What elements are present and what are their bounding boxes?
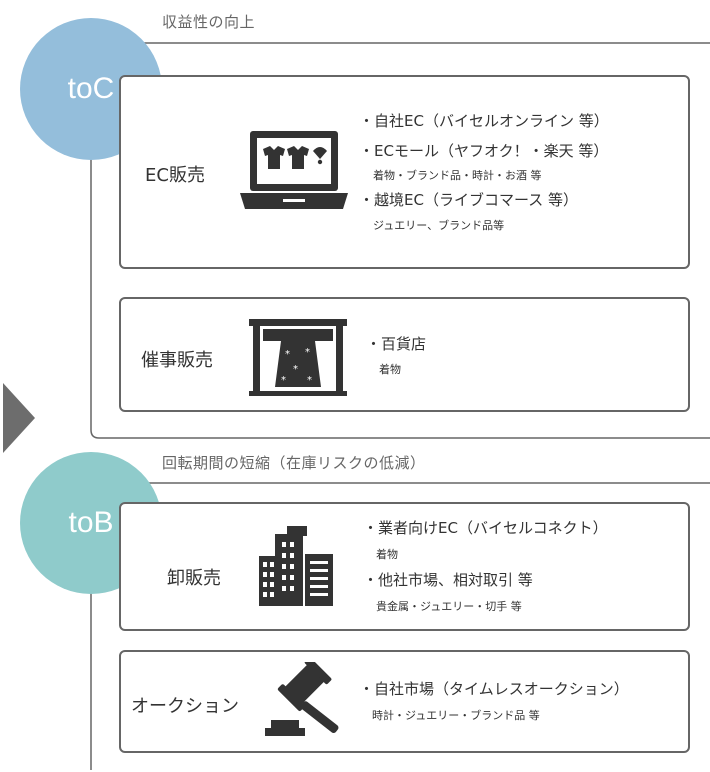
wholesale-sub-2: 貴金属・ジュエリー・切手 等 — [376, 600, 522, 613]
wholesale-sub-1: 着物 — [376, 548, 398, 561]
ec-line-3: ・越境EC（ライブコマース 等） — [359, 191, 578, 209]
svg-text:*: * — [293, 364, 298, 375]
gavel-icon — [265, 662, 339, 736]
laptop-kimono-icon — [240, 131, 348, 209]
toc-section-title: 収益性の向上 — [162, 13, 256, 31]
ec-sales-label: EC販売 — [145, 165, 205, 186]
auction-card: オークション ・自社市場（タイムレスオークション） 時計・ジュエリー・ブランド品… — [119, 650, 690, 753]
wholesale-line-2: ・他社市場、相対取引 等 — [363, 571, 533, 589]
svg-text:*: * — [285, 349, 290, 360]
play-arrow-icon — [3, 383, 35, 453]
ec-sales-card: EC販売 ・自社EC（バイセルオンライン 等） ・ECモール（ヤフオク！・楽天 … — [119, 75, 690, 269]
tob-section-title: 回転期間の短縮（在庫リスクの低減） — [162, 454, 426, 472]
wholesale-line-1: ・業者向けEC（バイセルコネクト） — [363, 519, 608, 537]
event-sub-1: 着物 — [379, 363, 401, 376]
kimono-display-icon: * * * * * — [249, 319, 347, 396]
wholesale-label: 卸販売 — [167, 568, 221, 589]
ec-line-2: ・ECモール（ヤフオク！・楽天 等） — [359, 142, 609, 160]
svg-text:*: * — [305, 347, 310, 358]
event-sales-card: 催事販売 * * * * * ・百貨店 着物 — [119, 297, 690, 412]
auction-sub-1: 時計・ジュエリー・ブランド品 等 — [372, 709, 540, 722]
auction-line-1: ・自社市場（タイムレスオークション） — [359, 680, 629, 698]
ec-sub-2: 着物・ブランド品・時計・お酒 等 — [373, 169, 542, 182]
buildings-icon — [259, 526, 333, 606]
ec-line-1: ・自社EC（バイセルオンライン 等） — [359, 112, 609, 130]
event-line-1: ・百貨店 — [366, 335, 427, 353]
wholesale-card: 卸販売 ・業者向けEC（バイセルコネクト） 着物 ・他社市場、相対取引 等 貴金… — [119, 502, 690, 631]
event-sales-label: 催事販売 — [141, 350, 213, 371]
svg-text:*: * — [307, 375, 312, 386]
svg-text:*: * — [281, 375, 286, 386]
ec-sub-3: ジュエリー、ブランド品等 — [373, 219, 505, 232]
auction-label: オークション — [131, 696, 239, 717]
